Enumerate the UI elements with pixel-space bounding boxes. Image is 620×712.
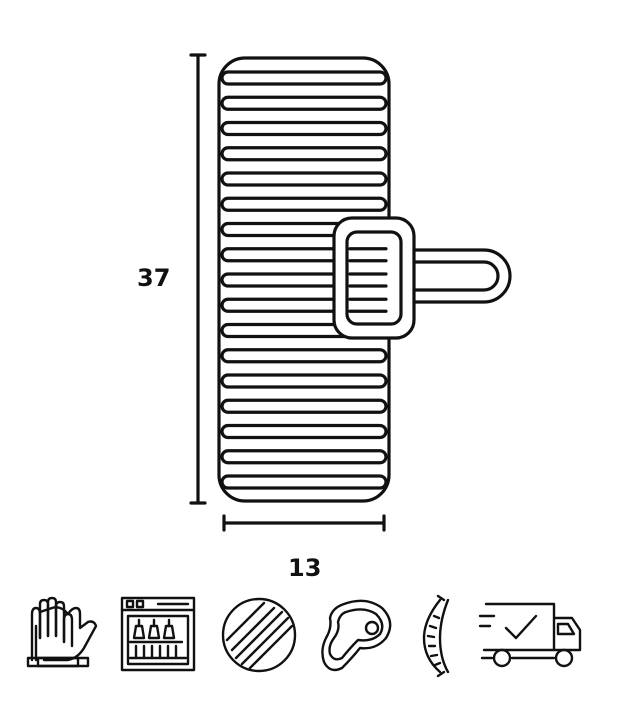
delivery-truck-icon: [478, 602, 582, 668]
steak-icon: [321, 599, 392, 672]
grill-bar: [220, 120, 388, 137]
grill-bar: [220, 70, 388, 86]
width-dimension-label: 13: [288, 554, 322, 582]
width-dimension: [222, 514, 386, 532]
sausage-icon: [422, 594, 450, 678]
grill-bar: [220, 171, 388, 187]
grill-bar: [220, 398, 388, 414]
grill-bar: [220, 196, 388, 212]
grill-basket: [217, 56, 391, 503]
grill-bar: [220, 146, 388, 162]
handle-bars: [348, 247, 388, 313]
grill-handle: [332, 216, 512, 340]
gloves-icon: [26, 596, 98, 668]
grill-bar: [220, 95, 388, 111]
dishwasher-icon: [120, 596, 196, 672]
height-dimension-label: 37: [137, 264, 171, 292]
grill-bar: [220, 348, 388, 364]
grill-bar: [220, 474, 388, 490]
height-dimension: [189, 53, 207, 505]
grill-bar: [220, 373, 388, 389]
grill-bar: [220, 423, 388, 440]
grill-bars: [220, 70, 388, 490]
grill-bar: [220, 449, 388, 465]
grill-plate-icon: [221, 597, 297, 673]
